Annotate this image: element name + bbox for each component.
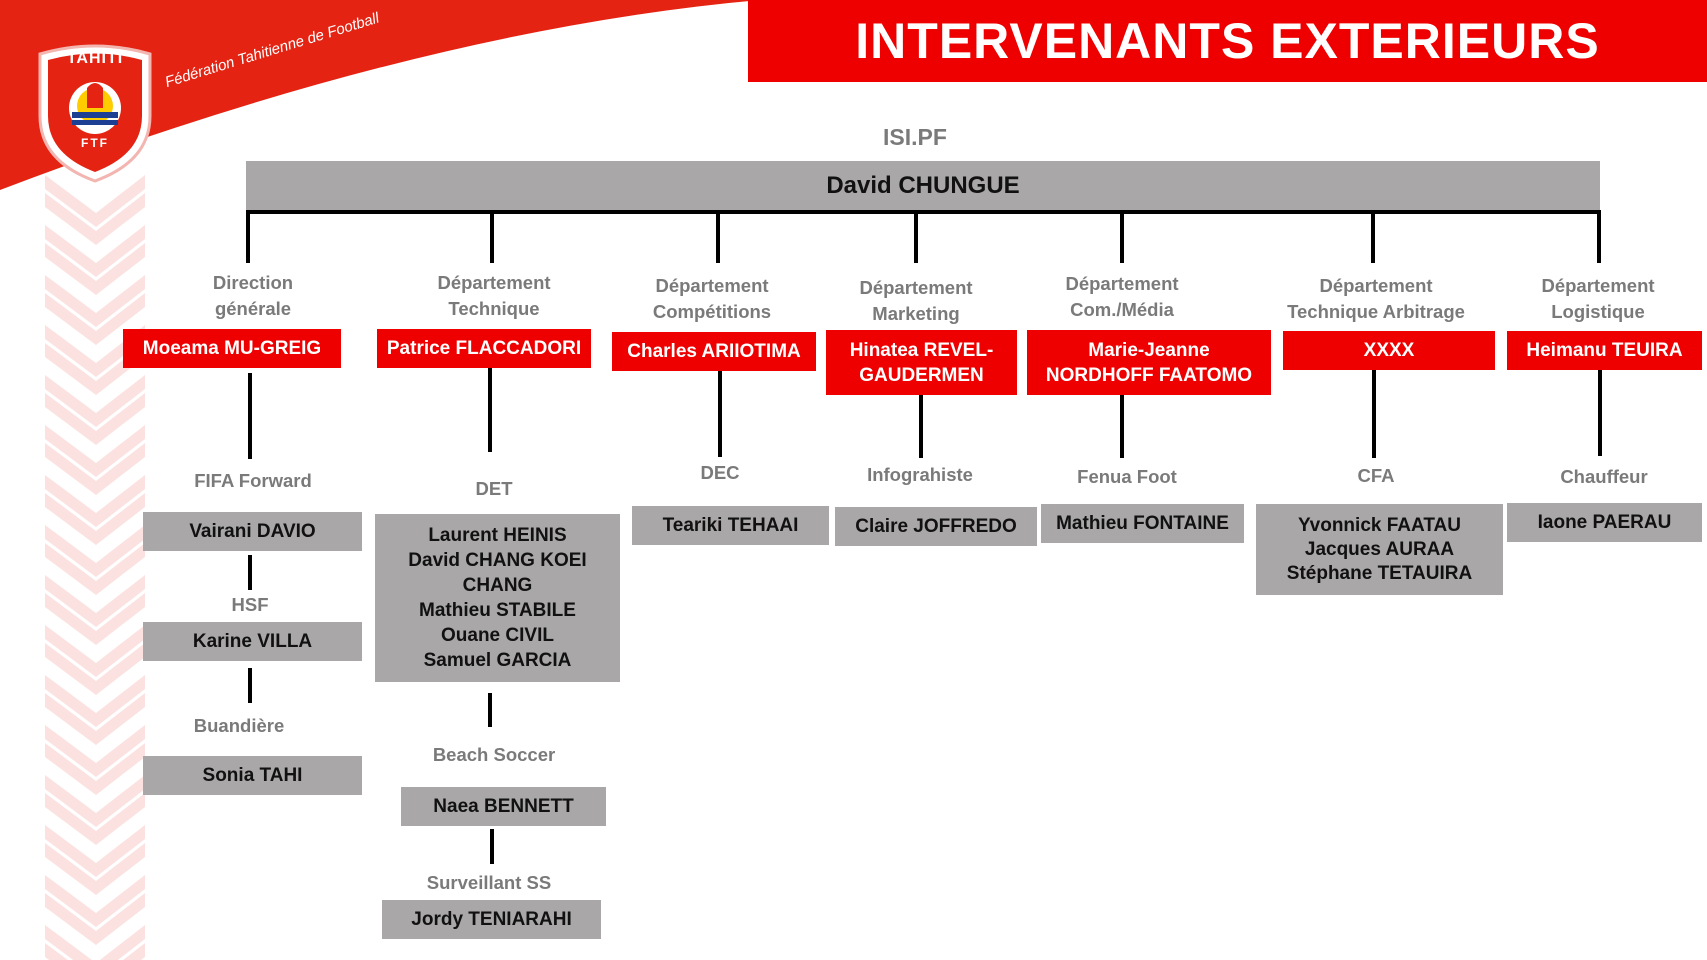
top-connector-bar bbox=[246, 210, 1600, 214]
unit-label: Fenua Foot bbox=[1077, 466, 1177, 487]
chevron-shape bbox=[45, 693, 145, 745]
chevron-shape bbox=[45, 593, 145, 645]
unit-members-box: Sonia TAHI bbox=[143, 756, 362, 795]
connector-line bbox=[488, 368, 492, 452]
unit-members-box: Jordy TENIARAHI bbox=[382, 900, 601, 939]
org-label: ISI.PF bbox=[883, 124, 947, 150]
connector-line bbox=[1120, 210, 1124, 263]
chevron-shape bbox=[45, 193, 145, 245]
connector-line bbox=[248, 373, 252, 459]
unit-label: Beach Soccer bbox=[432, 744, 556, 765]
dept-head-box: Patrice FLACCADORI bbox=[377, 329, 591, 368]
chevron-shape bbox=[45, 743, 145, 795]
dept-head-box: Heimanu TEUIRA bbox=[1507, 331, 1702, 370]
chevron-shape bbox=[45, 725, 145, 777]
chevron-shape bbox=[45, 875, 145, 927]
unit-label: Chauffeur bbox=[1560, 466, 1648, 487]
connector-line bbox=[488, 693, 492, 727]
chevron-shape bbox=[45, 393, 145, 445]
dept-label: Direction générale bbox=[212, 272, 294, 319]
chevron-shape bbox=[45, 675, 145, 727]
chevron-shape bbox=[45, 825, 145, 877]
chevron-shape bbox=[45, 293, 145, 345]
chevron-shape bbox=[45, 793, 145, 845]
chevron-shape bbox=[45, 575, 145, 627]
connector-line bbox=[490, 210, 494, 263]
dept-head-box: Hinatea REVEL- GAUDERMEN bbox=[826, 330, 1017, 395]
connector-line bbox=[718, 371, 722, 457]
dept-head-box: Charles ARIIOTIMA bbox=[612, 332, 816, 371]
connector-line bbox=[490, 829, 494, 864]
unit-label: HSF bbox=[231, 594, 269, 615]
chevron-shape bbox=[45, 475, 145, 527]
chevron-shape bbox=[45, 175, 145, 227]
dept-label: Département Technique Arbitrage bbox=[1287, 275, 1465, 322]
chevron-shape bbox=[45, 493, 145, 545]
chevron-shape bbox=[45, 375, 145, 427]
chevron-shape bbox=[45, 525, 145, 577]
unit-members-box: Karine VILLA bbox=[143, 622, 362, 661]
connector-line bbox=[919, 394, 923, 458]
connector-line bbox=[1598, 370, 1602, 456]
unit-members-box: Yvonnick FAATAU Jacques AURAA Stéphane T… bbox=[1256, 504, 1503, 595]
unit-members-box: Mathieu FONTAINE bbox=[1041, 504, 1244, 543]
chevron-shape bbox=[45, 925, 145, 960]
unit-members-box: Naea BENNETT bbox=[401, 787, 606, 826]
chevron-shape bbox=[45, 943, 145, 960]
chevron-shape bbox=[45, 543, 145, 595]
dept-label: Département Marketing bbox=[859, 277, 973, 324]
unit-label: FIFA Forward bbox=[194, 470, 312, 491]
unit-label: DET bbox=[475, 478, 513, 499]
connector-line bbox=[1371, 210, 1375, 263]
chevron-shape bbox=[45, 443, 145, 495]
connector-line bbox=[1120, 394, 1124, 458]
ftf-crest-icon bbox=[38, 44, 152, 183]
dept-head-box: XXXX bbox=[1283, 331, 1495, 370]
chevron-shape bbox=[45, 643, 145, 695]
unit-label: Infograhiste bbox=[867, 464, 973, 485]
logo-top-text: TAHITI bbox=[66, 50, 124, 67]
dept-head-box: Marie-Jeanne NORDHOFF FAATOMO bbox=[1027, 330, 1271, 395]
chevron-pattern-icon bbox=[45, 175, 145, 960]
connector-line bbox=[248, 668, 252, 703]
connector-line bbox=[246, 210, 250, 263]
connector-line bbox=[248, 555, 252, 590]
unit-label: Buandière bbox=[193, 715, 285, 736]
unit-members-box: Teariki TEHAAI bbox=[632, 506, 829, 545]
unit-label: DEC bbox=[700, 462, 740, 483]
unit-members-box: Claire JOFFREDO bbox=[835, 507, 1037, 546]
connector-line bbox=[1372, 370, 1376, 458]
dept-label: Département Compétitions bbox=[652, 275, 772, 322]
unit-members-box: Iaone PAERAU bbox=[1507, 503, 1702, 542]
unit-label: Surveillant SS bbox=[426, 872, 552, 893]
dept-head-box: Moeama MU-GREIG bbox=[123, 329, 341, 368]
dept-label: Département Com./Média bbox=[1065, 273, 1179, 320]
dept-label: Département Technique bbox=[437, 272, 551, 319]
connector-line bbox=[716, 210, 720, 263]
chevron-shape bbox=[45, 625, 145, 677]
chevron-shape bbox=[45, 225, 145, 277]
org-head-box: David CHUNGUE bbox=[246, 161, 1600, 211]
logo-bottom-text: FTF bbox=[81, 136, 109, 150]
chevron-shape bbox=[45, 843, 145, 895]
chevron-shape bbox=[45, 275, 145, 327]
unit-members-box: Vairani DAVIO bbox=[143, 512, 362, 551]
chevron-shape bbox=[45, 425, 145, 477]
chevron-shape bbox=[45, 243, 145, 295]
unit-label: CFA bbox=[1357, 465, 1395, 486]
connector-line bbox=[914, 210, 918, 263]
chevron-shape bbox=[45, 893, 145, 945]
chevron-shape bbox=[45, 775, 145, 827]
connector-line bbox=[1597, 210, 1601, 263]
chevron-shape bbox=[45, 343, 145, 395]
page-title: INTERVENANTS EXTERIEURS bbox=[748, 0, 1707, 82]
header-swoosh bbox=[0, 0, 760, 190]
unit-members-box: Laurent HEINIS David CHANG KOEI CHANG Ma… bbox=[375, 514, 620, 682]
dept-label: Département Logistique bbox=[1541, 275, 1655, 322]
